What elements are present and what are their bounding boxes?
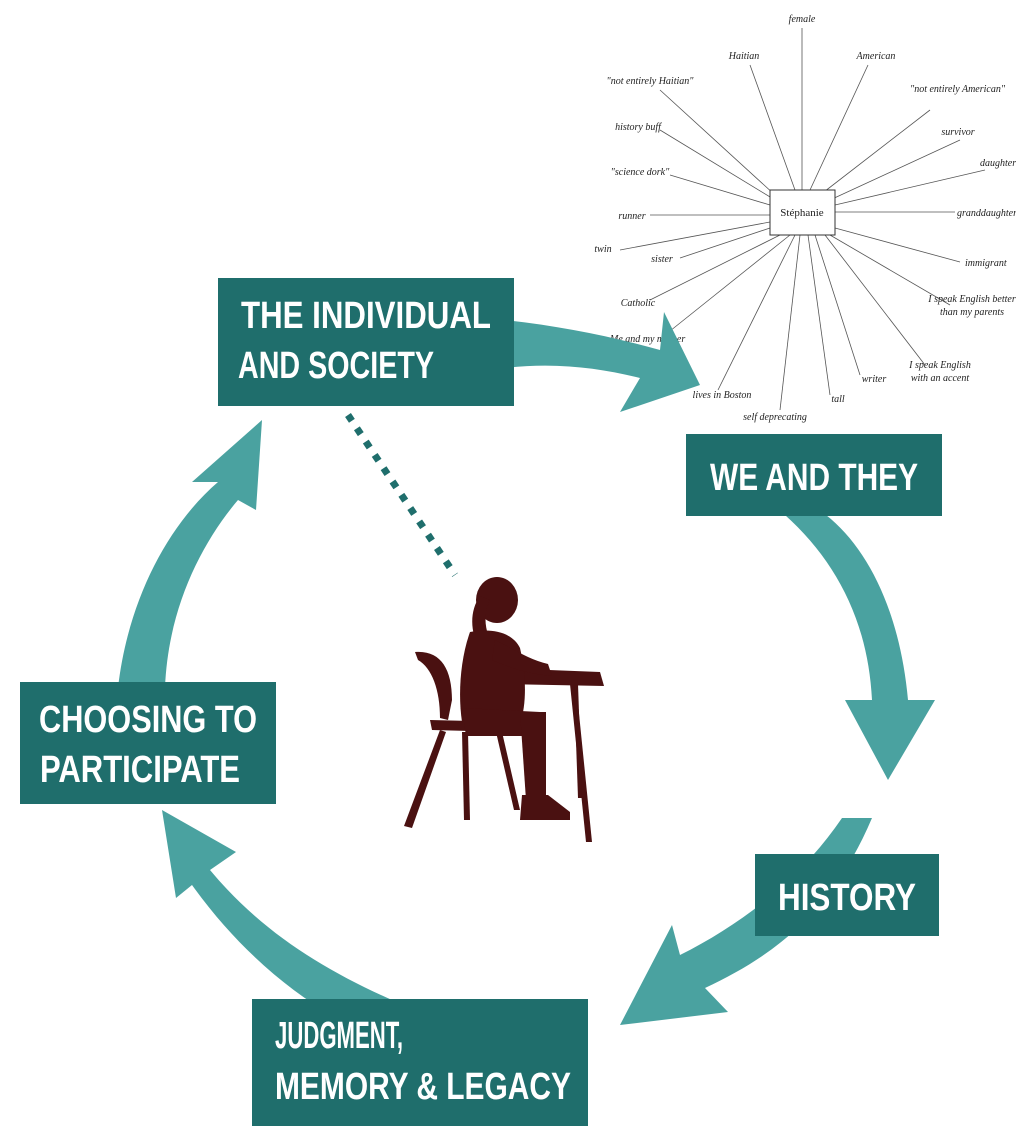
stage-label-history: HISTORY <box>778 877 916 919</box>
arrow-judgment-to-choosing <box>162 810 392 1030</box>
identity-label: survivor <box>941 127 974 138</box>
identity-label-wrap-2: I speak English with an accent <box>909 360 971 384</box>
identity-chart-center-box <box>769 189 836 236</box>
student-at-desk-silhouette <box>404 577 604 842</box>
identity-label: I speak English with an accent <box>909 360 971 384</box>
stage-label-judgment-line1: JUDGMENT, <box>275 1015 403 1057</box>
identity-label: granddaughter <box>957 208 1016 219</box>
identity-label: tall <box>831 394 845 405</box>
identity-label: sister <box>651 254 673 265</box>
stage-label-choosing-line1: CHOOSING TO <box>39 699 257 741</box>
identity-chart: Stéphanie female Haitian American "not e… <box>594 14 1016 423</box>
identity-label: twin <box>594 244 611 255</box>
identity-label: immigrant <box>965 258 1007 269</box>
stage-label-individual-line1: THE INDIVIDUAL <box>241 295 491 337</box>
identity-label: "not entirely American" <box>910 84 1006 95</box>
identity-label: American <box>856 51 896 62</box>
identity-label: "not entirely Haitian" <box>607 76 695 87</box>
identity-label: Haitian <box>728 51 760 62</box>
identity-label: Catholic <box>621 298 656 309</box>
identity-label: lives in Boston <box>693 390 752 401</box>
stage-label-judgment-line2: MEMORY & LEGACY <box>275 1066 571 1108</box>
identity-label: runner <box>618 211 645 222</box>
arrow-individual-to-chart <box>505 312 700 412</box>
identity-chart-center-label: Stéphanie <box>780 207 823 219</box>
identity-label: history buff <box>615 122 662 133</box>
stage-box-choosing <box>20 682 276 804</box>
identity-label-wrap: I speak English better than my parents <box>928 294 1016 318</box>
identity-label: female <box>789 14 816 25</box>
stage-box-we-and-they <box>686 434 942 516</box>
identity-label: daughter <box>980 158 1016 169</box>
identity-label: self deprecating <box>743 412 807 423</box>
arrow-choosing-to-individual <box>118 420 262 688</box>
identity-label: I speak English better than my parents <box>928 294 1016 318</box>
identity-label: Me and my mother <box>609 334 685 345</box>
dotted-connector <box>345 413 458 577</box>
stage-box-judgment <box>252 999 588 1126</box>
stage-box-individual <box>218 278 514 406</box>
identity-label: writer <box>862 374 887 385</box>
stage-box-history <box>755 854 939 936</box>
stage-label-we-and-they: WE AND THEY <box>710 457 918 499</box>
identity-label: "science dork" <box>611 167 670 178</box>
stage-label-individual-line2: AND SOCIETY <box>238 345 434 387</box>
identity-chart-spokes <box>619 28 986 411</box>
stage-label-choosing-line2: PARTICIPATE <box>40 749 240 791</box>
arrow-wethey-to-history <box>785 515 935 780</box>
stage-boxes: THE INDIVIDUAL AND SOCIETY WE AND THEY H… <box>20 278 942 1126</box>
